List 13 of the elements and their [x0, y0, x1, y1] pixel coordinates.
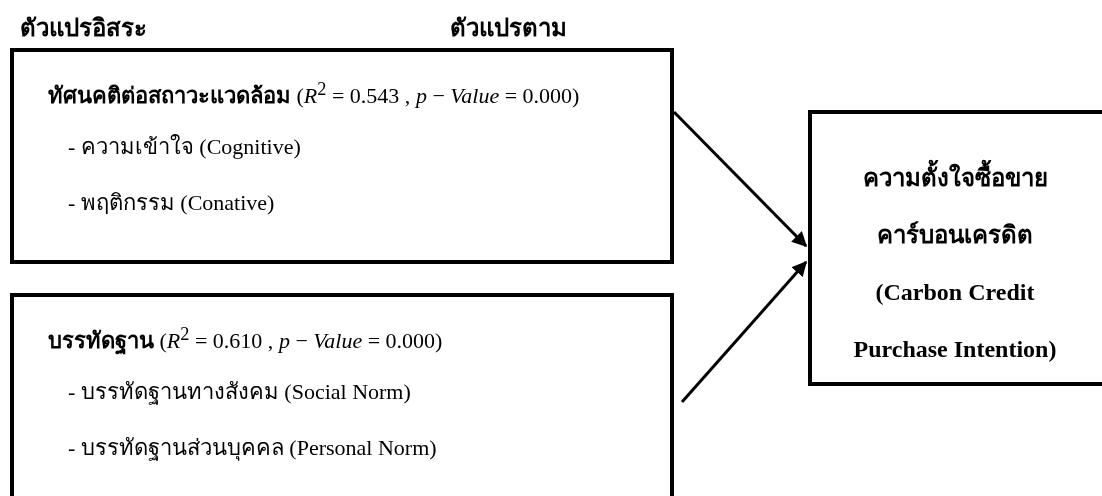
- column-heading: ตัวแปรตาม: [450, 14, 567, 43]
- list-item: - ความเข้าใจ (Cognitive): [68, 133, 301, 161]
- arrow: [680, 260, 808, 403]
- list-item: - บรรทัดฐานส่วนบุคคล (Personal Norm): [68, 434, 437, 463]
- box-heading: ทัศนคติต่อสถาวะแวดล้อม (R$^{2}$ = 0.543 , p − Value = 0.000): [48, 78, 580, 111]
- box-heading: บรรทัดฐาน (R$^{2}$ = 0.610 , p − Value = 0.000): [48, 323, 443, 357]
- variable-box: [10, 48, 674, 264]
- variable-box: [10, 293, 674, 496]
- list-item: - บรรทัดฐานทางสังคม (Social Norm): [68, 378, 411, 407]
- list-item: - พฤติกรรม (Conative): [68, 189, 275, 217]
- column-heading: ตัวแปรอิสระ: [20, 14, 147, 43]
- box-title: ความตั้งใจซื้อขายคาร์บอนเครดิต (Carbon Credit Purchase Intention): [845, 150, 1065, 378]
- outcome-box: [808, 110, 1102, 386]
